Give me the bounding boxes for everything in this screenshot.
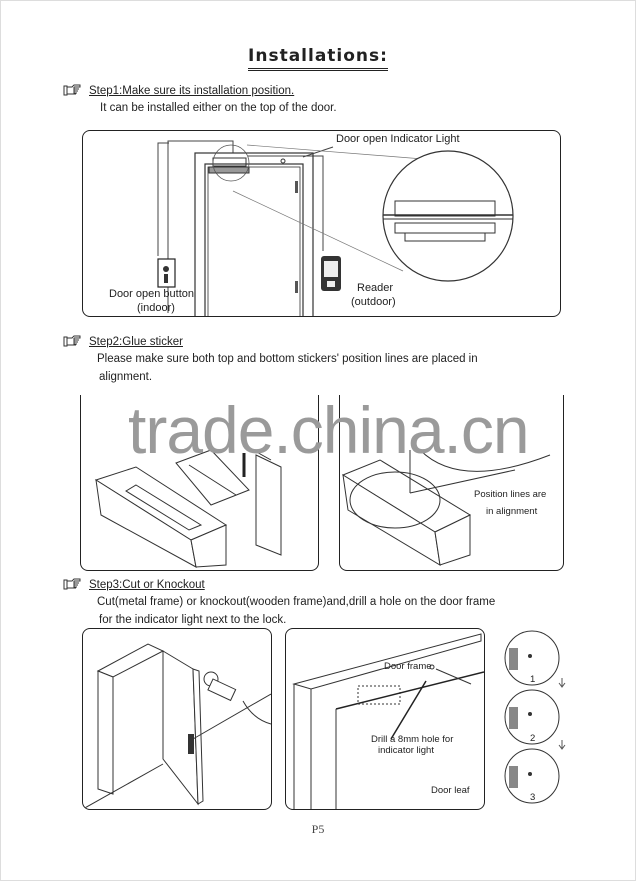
watermark: trade.china.cn (128, 393, 530, 467)
pointing-hand-icon (63, 84, 81, 96)
drill-sequence-diagram (504, 630, 566, 804)
alignment-label: in alignment (486, 506, 538, 517)
indicator-light-label: Door open Indicator Light (336, 133, 460, 145)
drill-hole-label: Drill a 8mm hole for (371, 734, 454, 745)
step2-diagram-left (80, 395, 319, 571)
step1-description: It can be installed either on the top of… (100, 102, 337, 114)
step1-diagram: Door open Indicator Light Door open butt… (82, 130, 561, 317)
reader-label: Reader (357, 282, 394, 294)
pointing-hand-icon (63, 578, 81, 590)
step3-diagram-middle: Door frame Drill a 8mm hole for indicato… (285, 628, 485, 810)
step3-diagram-left (82, 628, 272, 810)
position-lines-label: Position lines are (474, 489, 547, 500)
step2-heading: Step2:Glue sticker (63, 335, 183, 348)
page-title: Installations: (0, 46, 636, 71)
indicator-light-hole-label: indicator light (378, 745, 434, 756)
step1-heading: Step1:Make sure its installation positio… (63, 84, 294, 97)
pointing-hand-icon (63, 335, 81, 347)
reader-sublabel: (outdoor) (351, 296, 396, 308)
sequence-step-2: 2 (530, 733, 536, 744)
sequence-step-1: 1 (530, 674, 536, 685)
sequence-step-3: 3 (530, 792, 536, 803)
step3-heading: Step3:Cut or Knockout (63, 578, 205, 591)
door-button-sublabel: (indoor) (137, 302, 175, 314)
step3-description: Cut(metal frame) or knockout(wooden fram… (97, 596, 496, 626)
door-button-label: Door open button (109, 288, 195, 300)
step2-description: Please make sure both top and bottom sti… (97, 353, 478, 383)
door-frame-label: Door frame (384, 661, 432, 672)
step2-diagram-right: Position lines are in alignment (339, 395, 564, 571)
door-leaf-label: Door leaf (431, 785, 470, 796)
page-number: P5 (311, 822, 325, 836)
